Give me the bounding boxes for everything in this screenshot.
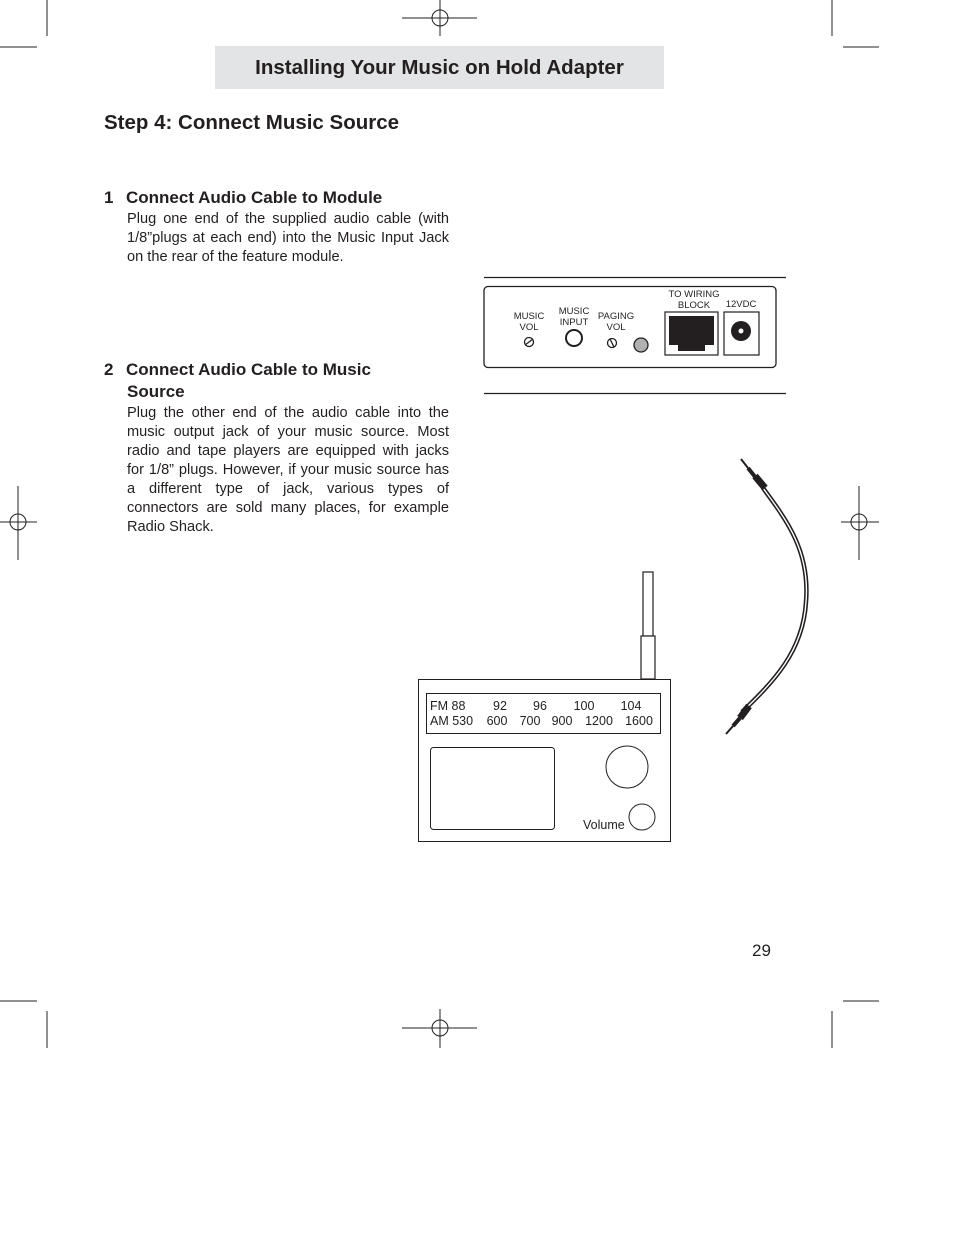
cable-plug-top: [740, 458, 768, 491]
banner-title: Installing Your Music on Hold Adapter: [255, 55, 624, 79]
wiring-block-label-2: BLOCK: [678, 300, 711, 311]
music-vol-label-2: VOL: [519, 322, 538, 333]
radio-tuning-dial: [426, 693, 661, 734]
fm-value-104: 104: [621, 699, 642, 713]
music-input-label-2: INPUT: [560, 317, 589, 328]
section-2-title: Connect Audio Cable to Music: [126, 360, 371, 379]
am-value-900: 900: [552, 714, 573, 728]
radio-antenna: [640, 571, 656, 680]
music-input-jack[interactable]: [565, 329, 583, 347]
section-1-heading: 1 Connect Audio Cable to Module: [104, 187, 449, 209]
paging-vol-label-2: VOL: [606, 322, 625, 333]
music-vol-label-1: MUSIC: [514, 311, 545, 322]
am-value-700: 700: [520, 714, 541, 728]
step-title: Step 4: Connect Music Source: [104, 111, 400, 134]
am-value-1200: 1200: [585, 714, 613, 728]
paging-vol-label-1: PAGING: [598, 311, 634, 322]
section-2-number: 2: [104, 360, 114, 379]
instruction-section-1: 1 Connect Audio Cable to Module Plug one …: [104, 187, 449, 267]
feature-module-panel: MUSIC VOL MUSIC INPUT PAGING VOL TO WIRI…: [483, 276, 786, 395]
radio-speaker: [430, 747, 555, 830]
am-value-600: 600: [487, 714, 508, 728]
section-2-title-cont: Source: [127, 382, 185, 401]
music-input-label-1: MUSIC: [559, 306, 590, 317]
fm-value-100: 100: [574, 699, 595, 713]
section-1-number: 1: [104, 188, 114, 207]
fm-value-96: 96: [533, 699, 547, 713]
indicator-led: [633, 337, 649, 353]
wiring-block-label-1: TO WIRING: [668, 289, 719, 300]
wiring-block-jack[interactable]: [664, 311, 719, 356]
section-2-heading: 2 Connect Audio Cable to Music: [104, 359, 449, 381]
section-2-body: Plug the other end of the audio cable in…: [127, 405, 449, 535]
audio-cable: [725, 458, 809, 735]
tuning-knob[interactable]: [605, 745, 649, 789]
am-label: AM 530: [430, 714, 473, 728]
instruction-section-2: 2 Connect Audio Cable to Music Source Plu…: [104, 359, 449, 537]
volume-knob[interactable]: [628, 803, 656, 831]
power-label: 12VDC: [726, 299, 757, 310]
fm-value-92: 92: [493, 699, 507, 713]
cable-wire-inner: [741, 487, 808, 713]
radio-illustration: FM 88 92 96 100 104 AM 530 600 700 900 1…: [418, 571, 671, 842]
section-banner: Installing Your Music on Hold Adapter: [215, 46, 664, 89]
volume-label: Volume: [583, 818, 625, 832]
power-jack[interactable]: [723, 311, 760, 356]
page-number: 29: [752, 941, 771, 960]
paging-vol-knob[interactable]: [606, 337, 618, 349]
cable-plug-bottom: [725, 703, 752, 735]
panel-body: [483, 285, 777, 369]
section-1-title: Connect Audio Cable to Module: [126, 188, 383, 207]
am-value-1600: 1600: [625, 714, 653, 728]
section-1-body: Plug one end of the supplied audio cable…: [127, 211, 449, 265]
music-vol-knob[interactable]: [523, 336, 535, 348]
fm-label: FM 88: [430, 699, 465, 713]
